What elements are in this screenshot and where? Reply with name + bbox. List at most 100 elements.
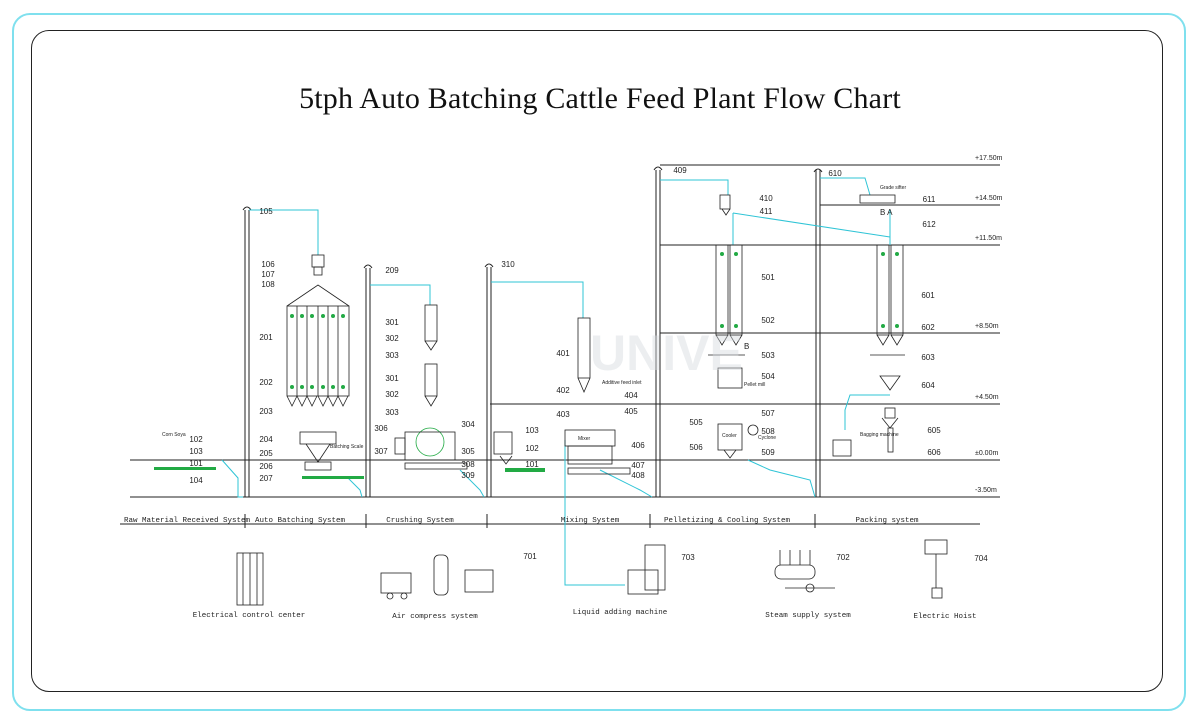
equipment-label: Grade sifter (880, 185, 906, 191)
aux-label: Steam supply system (765, 612, 851, 620)
level-label: +4.50m (975, 394, 999, 401)
tag-label: 207 (259, 474, 273, 483)
tag-label: 205 (259, 449, 273, 458)
diverter-label: B (744, 342, 749, 351)
tag-label: 504 (761, 372, 775, 381)
tag-label: 507 (761, 409, 775, 418)
tag-label: 206 (259, 462, 273, 471)
elevator-pipe-310 (491, 281, 584, 318)
section-label: Auto Batching System (255, 517, 346, 525)
tag-label: 506 (689, 443, 703, 452)
tag-label: 103 (189, 447, 203, 456)
tag-label: 601 (921, 291, 935, 300)
tag-label: 104 (189, 476, 203, 485)
equipment-label: Corn Soya (162, 432, 186, 438)
outer-frame (12, 13, 1186, 711)
equipment-label: Mixer (578, 436, 591, 442)
aux-label: Electrical control center (193, 612, 306, 620)
tag-label: 411 (760, 207, 773, 216)
tag-label: 505 (689, 418, 703, 427)
tag-label: 304 (461, 420, 475, 429)
tag-label: 611 (923, 195, 936, 204)
tag-label: 308 (461, 460, 475, 469)
watermark-logo: UNIVE (590, 325, 743, 381)
tag-label: 309 (461, 471, 475, 480)
section-label: Raw Material Received System (124, 517, 251, 525)
tag-label: 410 (759, 194, 773, 203)
elevator-pipe-610 (820, 177, 871, 196)
tag-label: 202 (259, 378, 273, 387)
tag-label: 703 (681, 553, 695, 562)
tag-label: 612 (922, 220, 936, 229)
tag-label: 605 (927, 426, 941, 435)
drawing-frame (31, 30, 1163, 692)
equipment-label: Cyclone (758, 435, 776, 441)
tag-label: 406 (631, 441, 645, 450)
tag-label: 303 (385, 351, 399, 360)
tag-label: 102 (189, 435, 203, 444)
tag-label: 407 (631, 461, 645, 470)
level-label: +8.50m (975, 323, 999, 330)
tag-label: 402 (556, 386, 570, 395)
aux-label: Electric Hoist (913, 613, 976, 621)
tag-label: 310 (501, 260, 515, 269)
tag-label: 603 (921, 353, 935, 362)
level-label: +11.50m (975, 235, 1002, 242)
tag-label: 103 (525, 426, 539, 435)
tag-label: 502 (761, 316, 775, 325)
tag-label: 203 (259, 407, 273, 416)
equipment-label: Cooler (722, 433, 737, 439)
tag-label: 307 (374, 447, 388, 456)
tag-label: 508 (761, 427, 775, 436)
level-label: ±0.00m (975, 450, 998, 457)
tag-label: 306 (374, 424, 388, 433)
equipment-label: Pellet mill (744, 382, 765, 388)
section-label: Packing system (855, 517, 919, 525)
diverter-label: B A (880, 208, 893, 217)
tag-label: 102 (525, 444, 539, 453)
liquid-pipe (564, 440, 625, 586)
tag-label: 101 (525, 460, 539, 469)
tag-label: 105 (259, 207, 273, 216)
tag-label: 108 (261, 280, 275, 289)
tag-label: 403 (556, 410, 570, 419)
equipment-label: Bagging machine (860, 432, 899, 438)
tag-label: 401 (556, 349, 570, 358)
tag-label: 303 (385, 408, 399, 417)
equipment-label: Additive feed inlet (602, 380, 642, 386)
tag-label: 409 (673, 166, 687, 175)
level-label: +14.50m (975, 195, 1003, 202)
level-label: +17.50m (975, 155, 1003, 162)
tag-label: 204 (259, 435, 273, 444)
tag-label: 604 (921, 381, 935, 390)
tag-label: 302 (385, 334, 399, 343)
elevator-pipe-209 (370, 284, 431, 305)
tag-label: 701 (523, 552, 537, 561)
tag-label: 106 (261, 260, 275, 269)
tag-label: 405 (624, 407, 638, 416)
level-label: -3.50m (975, 487, 997, 494)
chart-title: 5tph Auto Batching Cattle Feed Plant Flo… (299, 82, 901, 115)
tag-label: 301 (385, 374, 399, 383)
tag-label: 301 (385, 318, 399, 327)
tag-label: 501 (761, 273, 775, 282)
tag-label: 302 (385, 390, 399, 399)
aux-label: Liquid adding machine (573, 609, 668, 617)
tag-label: 702 (836, 553, 850, 562)
aux-label: Air compress system (392, 613, 478, 621)
tag-label: 704 (974, 554, 988, 563)
elevator-pipe-409 (660, 179, 729, 195)
equipment-label: Batching Scale (330, 444, 364, 450)
tag-label: 101 (189, 459, 203, 468)
section-label: Crushing System (386, 517, 454, 525)
tag-label: 610 (828, 169, 842, 178)
section-label: Pelletizing & Cooling System (664, 517, 791, 525)
tag-label: 509 (761, 448, 775, 457)
tag-label: 107 (261, 270, 275, 279)
tag-label: 606 (927, 448, 941, 457)
tag-label: 209 (385, 266, 399, 275)
tag-label: 408 (631, 471, 645, 480)
tag-label: 602 (921, 323, 935, 332)
section-label: Mixing System (561, 517, 620, 525)
